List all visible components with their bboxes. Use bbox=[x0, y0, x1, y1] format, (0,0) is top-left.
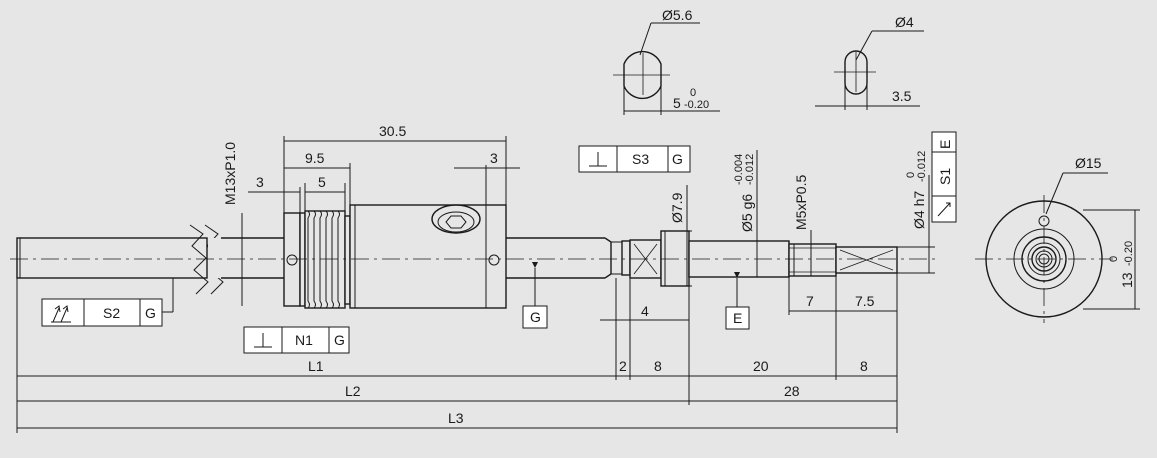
tol-frame-n1: N1 G bbox=[243, 326, 350, 354]
dim-7-5: 7.5 bbox=[855, 293, 875, 309]
perpendicularity-icon bbox=[254, 333, 272, 348]
dim-5-left: 5 bbox=[318, 174, 326, 190]
dim-5-tol-upper: 0 bbox=[690, 87, 696, 99]
dim-8a: 8 bbox=[654, 358, 662, 374]
nut-body bbox=[349, 204, 507, 309]
dim-20: 20 bbox=[753, 358, 769, 374]
dim-L1: L1 bbox=[308, 358, 324, 374]
shaft-right-section bbox=[506, 230, 898, 287]
tol-s2-datum: G bbox=[145, 305, 156, 321]
dim-4: 4 bbox=[641, 303, 649, 319]
dim-thread-m13: M13xP1.0 bbox=[222, 142, 238, 205]
detail-view-4: Ø4 3.5 bbox=[815, 14, 924, 110]
dim-8b: 8 bbox=[860, 358, 868, 374]
dim-13-tol-lower: -0.20 bbox=[1123, 241, 1135, 266]
dim-9-5: 9.5 bbox=[305, 150, 325, 166]
datum-e-label: E bbox=[733, 310, 742, 326]
tol-s1-datum: E bbox=[937, 140, 953, 149]
ball-nut bbox=[283, 204, 507, 309]
dim-2: 2 bbox=[619, 358, 627, 374]
dim-3-right: 3 bbox=[490, 150, 498, 166]
dim-dia5-g6-tol-lower: -0.012 bbox=[744, 154, 756, 185]
detail-view-56: Ø5.6 5 0 -0.20 bbox=[613, 7, 720, 115]
dim-dia5-g6: Ø5 g6 bbox=[739, 194, 755, 232]
dim-30-5: 30.5 bbox=[379, 123, 406, 139]
dim-dia4-h7-tol-lower: -0.012 bbox=[916, 151, 928, 182]
shaft-left-body bbox=[16, 237, 208, 279]
end-view: Ø15 13 0 -0.20 bbox=[975, 155, 1140, 323]
tol-frame-s1: E S1 bbox=[931, 131, 957, 223]
nut-thread bbox=[304, 210, 346, 309]
dim-dia4-h7: Ø4 h7 bbox=[911, 191, 927, 229]
datum-e: E bbox=[725, 272, 750, 330]
dim-dia5-g6-tol-upper: -0.004 bbox=[733, 154, 745, 185]
dim-dia4-small: Ø4 bbox=[895, 14, 914, 30]
dim-5-tol-lower: -0.20 bbox=[684, 99, 709, 111]
tol-frame-s2: S2 G bbox=[41, 278, 174, 327]
tol-n1-datum: G bbox=[334, 332, 345, 348]
perpendicularity-icon bbox=[589, 152, 607, 167]
nut-lube-port bbox=[431, 204, 481, 234]
dim-dia56: Ø5.6 bbox=[662, 7, 693, 23]
datum-g-label: G bbox=[530, 309, 541, 325]
dim-dia4-h7-tol-upper: 0 bbox=[905, 172, 917, 178]
dim-3-left: 3 bbox=[256, 174, 264, 190]
thread-m5 bbox=[788, 243, 837, 277]
dim-13: 13 bbox=[1119, 272, 1135, 288]
shaft-left-section bbox=[16, 224, 284, 295]
tol-s1-ref: S1 bbox=[937, 168, 953, 185]
tol-frame-s3: S3 G bbox=[578, 145, 691, 173]
dim-13-tol-upper: 0 bbox=[1108, 256, 1120, 262]
tol-s3-ref: S3 bbox=[632, 151, 649, 167]
dim-dia15: Ø15 bbox=[1075, 155, 1102, 171]
tol-n1-ref: N1 bbox=[295, 332, 313, 348]
runout-total-icon bbox=[51, 305, 71, 323]
dim-dia7-9: Ø7.9 bbox=[669, 192, 685, 223]
tol-s2-ref: S2 bbox=[103, 305, 120, 321]
dim-5-main: 5 bbox=[673, 95, 681, 111]
dim-28: 28 bbox=[784, 383, 800, 399]
datum-g: G bbox=[522, 262, 548, 329]
nut-flange bbox=[283, 212, 301, 307]
dim-L2: L2 bbox=[345, 383, 361, 399]
tol-s3-datum: G bbox=[672, 151, 683, 167]
runout-circular-icon bbox=[937, 202, 951, 217]
dim-thread-m5: M5xP0.5 bbox=[793, 175, 809, 230]
dim-7: 7 bbox=[806, 293, 814, 309]
dim-L3: L3 bbox=[448, 410, 464, 426]
dim-3-5: 3.5 bbox=[892, 88, 912, 104]
